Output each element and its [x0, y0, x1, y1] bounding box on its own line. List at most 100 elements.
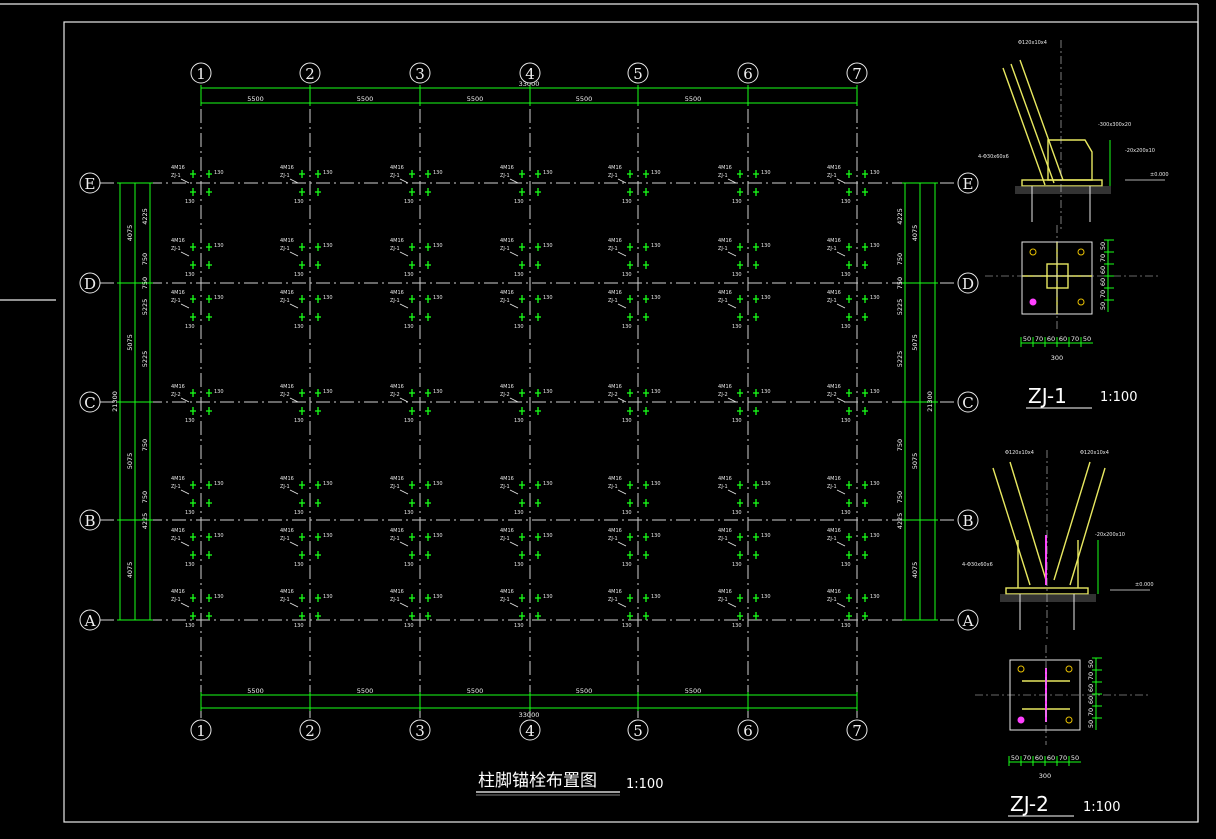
anchor-note: 4M16	[718, 165, 732, 171]
anchor-base-label: ZJ-1	[718, 597, 728, 603]
axis-label-row-C-left: C	[84, 394, 95, 412]
anchor-dim-x: 130	[622, 199, 632, 205]
anchor-leader	[399, 489, 409, 495]
anchor-base-label: ZJ-1	[171, 484, 181, 490]
dim-top-spacing-5: 5500	[685, 95, 702, 103]
anchor-base-label: ZJ-1	[608, 173, 618, 179]
dim-left-axis-4: 4075	[126, 562, 134, 579]
anchor-dim-x: 130	[185, 272, 195, 278]
axis-label-col-6-bottom: 6	[743, 722, 753, 740]
zj2-note-level: ±0.000	[1135, 582, 1154, 588]
dim-left-sub-3: 750	[141, 277, 149, 289]
dim-right-sub-6: 750	[896, 439, 904, 451]
zj1-right-dim-4: 60	[1099, 278, 1107, 286]
anchor-dim-x: 130	[841, 418, 851, 424]
anchor-dim-x: 130	[514, 418, 524, 424]
anchor-base-label: ZJ-1	[280, 298, 290, 304]
anchor-base-label: ZJ-1	[718, 484, 728, 490]
anchor-dim-y: 130	[651, 389, 661, 395]
anchor-note: 4M16	[171, 528, 185, 534]
axis-bubble-row-C-right	[957, 391, 979, 413]
anchor-base-label: ZJ-1	[827, 298, 837, 304]
anchor-leader	[617, 489, 627, 495]
anchor-note: 4M16	[171, 238, 185, 244]
anchor-base-label: ZJ-1	[608, 484, 618, 490]
dim-right-overall: 21300	[926, 391, 934, 412]
anchor-base-label: ZJ-1	[280, 246, 290, 252]
anchor-note: 4M16	[171, 589, 185, 595]
dim-bottom-spacing-5: 5500	[685, 687, 702, 695]
anchor-dim-x: 130	[514, 199, 524, 205]
anchor-dim-y: 130	[543, 243, 553, 249]
anchor-leader	[727, 489, 737, 495]
dim-left-sub-2: 750	[141, 253, 149, 265]
axis-bubble-row-A-right	[957, 609, 979, 631]
axis-label-col-1-bottom: 1	[196, 722, 206, 740]
anchor-leader	[399, 303, 409, 309]
dim-right-sub-3: 750	[896, 277, 904, 289]
plan-scale: 1:100	[626, 777, 663, 792]
anchor-dim-y: 130	[761, 389, 771, 395]
anchor-dim-x: 130	[294, 623, 304, 629]
detail-zj1: Φ120x10x4 -300x300x20 4-Φ30x60x6 -20x200…	[978, 40, 1169, 409]
anchor-base-label: ZJ-1	[280, 597, 290, 603]
anchor-dim-x: 130	[294, 510, 304, 516]
anchor-note: 4M16	[827, 290, 841, 296]
anchor-leader	[289, 489, 299, 495]
anchor-dim-x: 130	[514, 562, 524, 568]
zj2-note-bolts: 4-Φ30x60x6	[962, 562, 993, 568]
zj1-title: ZJ-1	[1028, 384, 1067, 408]
anchor-dim-x: 130	[841, 562, 851, 568]
anchor-note: 4M16	[718, 589, 732, 595]
anchor-note: 4M16	[608, 290, 622, 296]
anchor-leader	[509, 303, 519, 309]
axis-bubble-row-B-right	[957, 509, 979, 531]
zj2-bolt-hole-3	[1065, 716, 1073, 724]
zj1-right-dim-2: 70	[1099, 254, 1107, 262]
anchor-base-label: ZJ-1	[718, 536, 728, 542]
plan-grid-lines	[100, 85, 955, 718]
anchor-dim-y: 130	[433, 389, 443, 395]
zj1-scale: 1:100	[1100, 390, 1137, 405]
anchor-base-label: ZJ-2	[280, 392, 290, 398]
dim-top-spacing-4: 5500	[576, 95, 593, 103]
anchor-dim-y: 130	[761, 243, 771, 249]
anchor-leader	[180, 602, 190, 608]
anchor-dim-x: 130	[514, 510, 524, 516]
anchor-note: 4M16	[718, 384, 732, 390]
anchor-base-label: ZJ-1	[718, 298, 728, 304]
plan-title: 柱脚锚栓布置图	[478, 771, 597, 791]
anchor-leader	[509, 397, 519, 403]
anchor-base-label: ZJ-1	[390, 298, 400, 304]
anchor-note: 4M16	[280, 238, 294, 244]
anchor-base-label: ZJ-1	[390, 173, 400, 179]
dim-right-sub-2: 750	[896, 253, 904, 265]
anchor-note: 4M16	[280, 528, 294, 534]
anchor-note: 4M16	[280, 384, 294, 390]
dim-left-sub-5: 5225	[141, 351, 149, 368]
zj2-side-stiffener	[1017, 540, 1079, 588]
zj1-note-stiff: -20x200x10	[1125, 148, 1155, 154]
dim-left-sub-6: 750	[141, 439, 149, 451]
dim-left-sub-8: 4225	[141, 513, 149, 530]
anchor-note: 4M16	[390, 165, 404, 171]
axis-bubble-row-E-left	[79, 172, 101, 194]
anchor-dim-y: 130	[543, 481, 553, 487]
zj1-stiffener	[1047, 139, 1093, 181]
anchor-base-label: ZJ-2	[171, 392, 181, 398]
dim-right-sub-7: 750	[896, 491, 904, 503]
